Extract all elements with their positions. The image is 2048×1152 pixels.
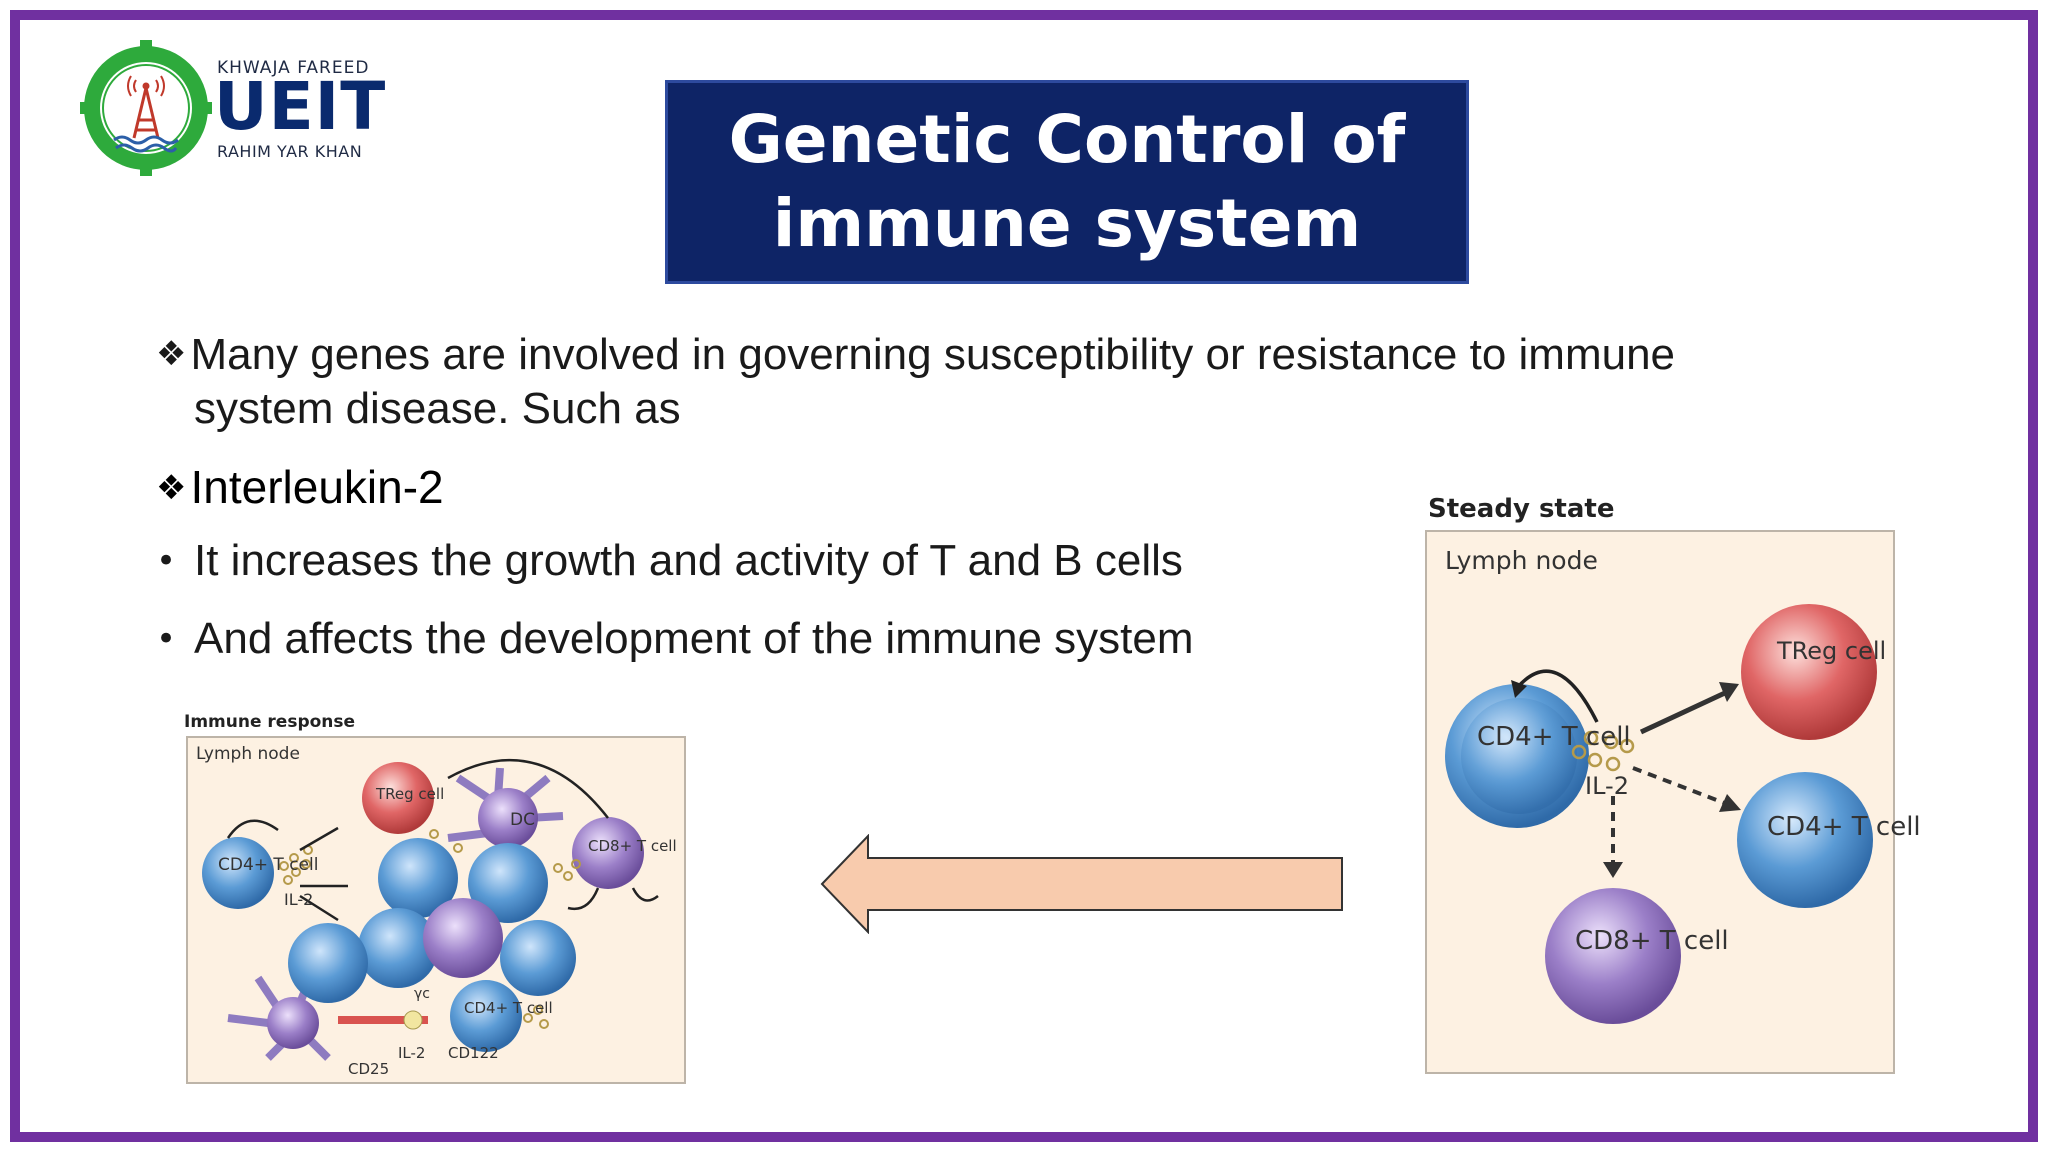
logo-bottom-text: RAHIM YAR KHAN xyxy=(217,142,363,161)
steady-state-figure: Steady state Lymph node xyxy=(1425,494,1921,1074)
figure-title: Steady state xyxy=(1428,494,1615,524)
cd25-label: CD25 xyxy=(348,1060,390,1078)
panel-label: Lymph node xyxy=(1445,546,1598,575)
immune-response-diagram xyxy=(202,758,659,1061)
bullet-dot-icon: • xyxy=(156,541,177,581)
diamond-bullet-icon: ❖ xyxy=(156,334,187,374)
title-banner: Genetic Control of immune system xyxy=(665,80,1469,284)
intro-text-1: Many genes are involved in governing sus… xyxy=(190,330,1676,379)
diamond-bullet-icon: ❖ xyxy=(156,468,187,508)
il2-label: IL-2 xyxy=(1585,772,1629,800)
il2-label: IL-2 xyxy=(284,890,314,909)
gamma-c-label: γc xyxy=(414,986,430,1002)
dc-label: DC xyxy=(510,810,535,830)
lymph-node-panel: Lymph node xyxy=(186,736,686,1084)
immune-response-figure: Immune response Lymph node xyxy=(184,712,686,1084)
left-arrow-icon xyxy=(820,834,1343,934)
slide-title: Genetic Control of immune system xyxy=(728,101,1406,262)
treg-cell-label: TReg cell xyxy=(1777,637,1887,665)
intro-text-2: system disease. Such as xyxy=(194,384,681,433)
cd4-t-cell-label: CD4+ T cell xyxy=(1477,722,1631,752)
interleukin-heading: ❖Interleukin-2 xyxy=(156,460,444,514)
figure-title: Immune response xyxy=(184,712,356,732)
intro-line-1: ❖Many genes are involved in governing su… xyxy=(156,330,1675,380)
cd122-label: CD122 xyxy=(448,1044,499,1062)
bullet-text-2: And affects the development of the immun… xyxy=(194,614,1194,663)
logo-main-text: UEIT xyxy=(214,68,387,145)
bullet-dot-icon: • xyxy=(156,619,177,659)
cd8-t-cell-label: CD8+ T cell xyxy=(1575,926,1729,956)
panel-label: Lymph node xyxy=(196,744,300,764)
cd4-t-cell-label: CD4+ T cell xyxy=(218,855,319,875)
cd8-t-cell-label: CD8+ T cell xyxy=(588,837,677,855)
university-logo: KHWAJA FAREED UEIT RAHIM YAR KHAN xyxy=(80,40,385,180)
il2-label-2: IL-2 xyxy=(398,1044,426,1062)
bullet-text-1: It increases the growth and activity of … xyxy=(194,536,1183,585)
treg-cell-label: TReg cell xyxy=(376,785,445,803)
logo-top-text: KHWAJA FAREED xyxy=(217,58,370,78)
logo-emblem xyxy=(80,40,212,176)
cd4-t-cell-label-2: CD4+ T cell xyxy=(1767,812,1921,842)
heading-text: Interleukin-2 xyxy=(190,461,444,513)
lymph-node-panel: Lymph node xyxy=(1425,530,1921,1074)
steady-state-diagram xyxy=(1445,604,1877,1024)
cd4-t-cell-label-2: CD4+ T cell xyxy=(464,999,553,1017)
